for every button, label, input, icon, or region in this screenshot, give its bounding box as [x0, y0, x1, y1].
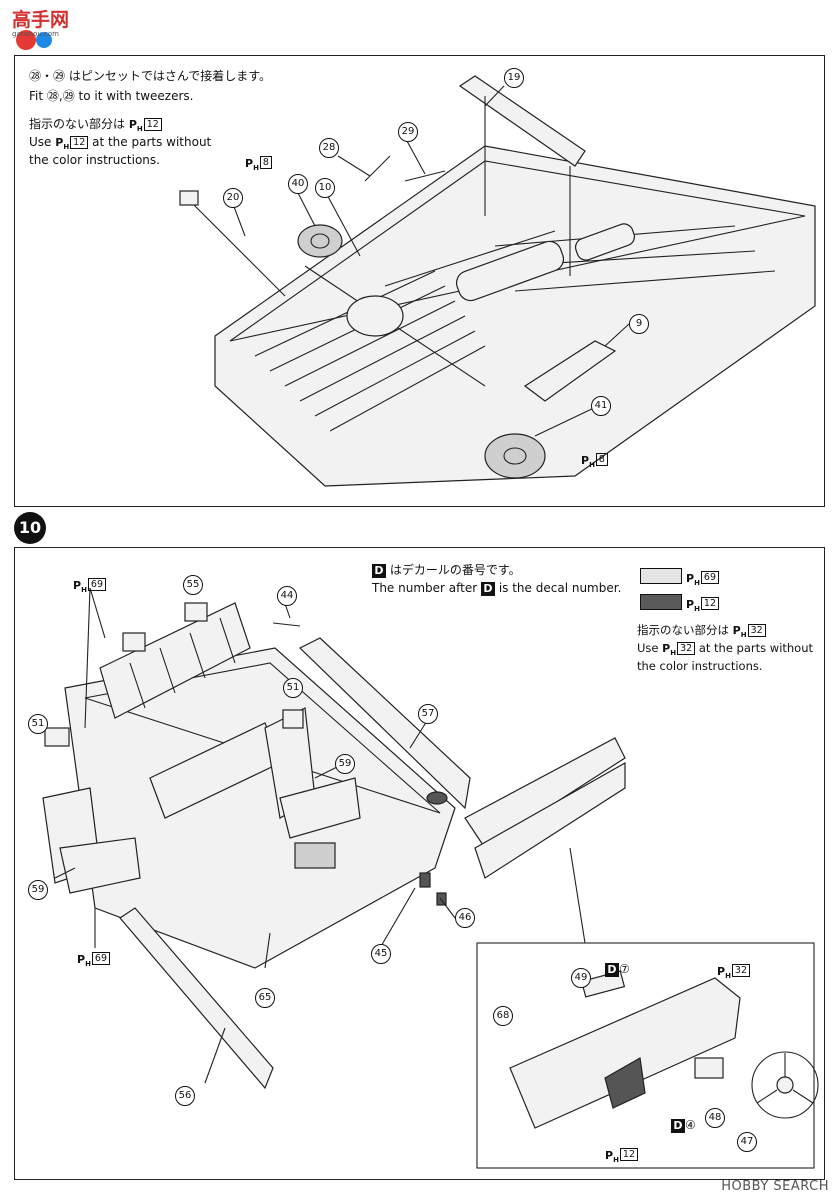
- part-callout-46: 46: [455, 908, 475, 928]
- part-callout-10: 10: [315, 178, 335, 198]
- step-number-badge: 10: [14, 512, 46, 544]
- part-callout-56: 56: [175, 1086, 195, 1106]
- legend-label-ph69: PH69: [686, 567, 720, 587]
- color-label-ph69-top: PH69: [73, 574, 107, 594]
- part-callout-44: 44: [277, 586, 297, 606]
- part-callout-45: 45: [371, 944, 391, 964]
- decal-note-jp: D はデカールの番号です。: [372, 562, 521, 579]
- color-label-ph8-front: PH8: [581, 449, 608, 469]
- step10-panel: D はデカールの番号です。 The number after D is the …: [14, 547, 825, 1180]
- part-callout-41: 41: [591, 396, 611, 416]
- chassis-underside-diagram: [179, 75, 816, 487]
- legend-swatch-light: [640, 568, 682, 584]
- part-callout-48: 48: [705, 1108, 725, 1128]
- site-logo-text: 高手网: [12, 8, 69, 31]
- step9-panel: ㉘・㉙ はピンセットではさんで接着します。 Fit ㉘,㉙ to it with…: [14, 55, 825, 507]
- part-callout-29: 29: [398, 122, 418, 142]
- part-callout-65: 65: [255, 988, 275, 1008]
- color-label-ph69-bottom: PH69: [77, 948, 111, 968]
- part-callout-68: 68: [493, 1006, 513, 1026]
- legend-swatch-dark: [640, 594, 682, 610]
- interior-assembly-diagram: [42, 587, 819, 1169]
- color-label-ph32: PH32: [717, 960, 751, 980]
- step10-color-note-en-2: the color instructions.: [637, 659, 763, 673]
- color-label-ph12: PH12: [605, 1144, 639, 1164]
- site-logo: 高手网 gaoshou.com: [6, 4, 86, 50]
- step9-tweezers-note-en: Fit ㉘,㉙ to it with tweezers.: [29, 89, 194, 103]
- part-callout-40: 40: [288, 174, 308, 194]
- part-callout-59-left: 59: [28, 880, 48, 900]
- part-callout-51-right: 51: [283, 678, 303, 698]
- site-logo-subtext: gaoshou.com: [12, 30, 59, 38]
- part-callout-49: 49: [571, 968, 591, 988]
- part-callout-28: 28: [319, 138, 339, 158]
- part-callout-51-left: 51: [28, 714, 48, 734]
- decal-note-en: The number after D is the decal number.: [372, 581, 622, 596]
- step9-color-note-en-2: the color instructions.: [29, 153, 160, 167]
- step9-tweezers-note-jp: ㉘・㉙ はピンセットではさんで接着します。: [29, 69, 272, 83]
- part-callout-20: 20: [223, 188, 243, 208]
- hobby-search-watermark: HOBBY SEARCH: [721, 1179, 829, 1194]
- legend-label-ph12: PH12: [686, 593, 720, 613]
- part-callout-57: 57: [418, 704, 438, 724]
- color-label-ph8-rear: PH8: [245, 152, 272, 172]
- part-callout-47: 47: [737, 1132, 757, 1152]
- part-callout-9: 9: [629, 314, 649, 334]
- part-callout-19: 19: [504, 68, 524, 88]
- part-callout-59-right: 59: [335, 754, 355, 774]
- part-callout-55: 55: [183, 575, 203, 595]
